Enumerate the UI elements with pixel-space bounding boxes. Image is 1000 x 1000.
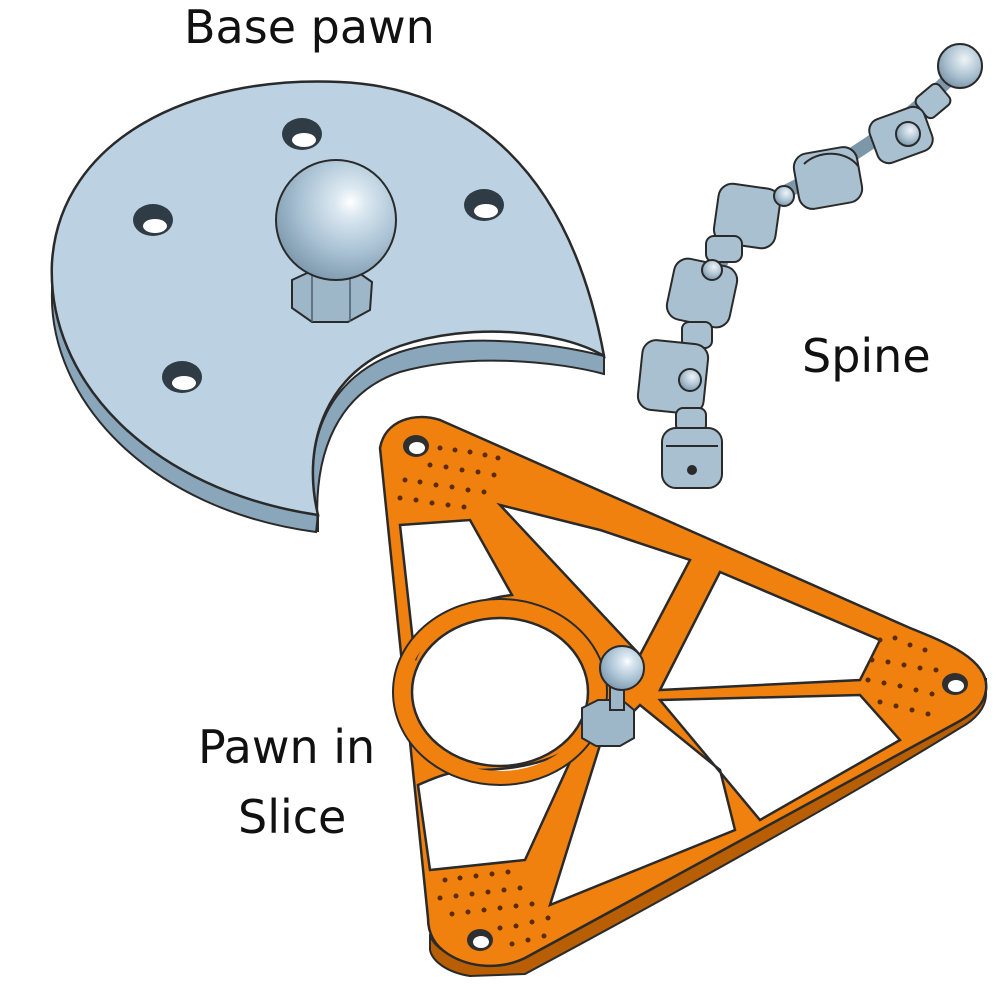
base-pawn-hole [162, 361, 202, 393]
base-pawn-hole [133, 204, 173, 236]
spine-segment [661, 427, 723, 489]
label-pawn-in-slice-line1: Pawn in [198, 720, 376, 774]
ball-joint [599, 645, 645, 691]
spine-segment [868, 105, 934, 165]
label-spine: Spine [802, 329, 931, 383]
perforation-pattern [397, 445, 939, 947]
base-pawn [50, 80, 606, 534]
spine [636, 43, 983, 489]
slice [378, 415, 988, 978]
base-pawn-hole [464, 189, 504, 221]
spine-segment [792, 146, 864, 210]
base-pawn-inner-edge [311, 339, 605, 533]
hex-nut [581, 699, 635, 747]
spine-ball [937, 43, 983, 89]
spine-segment [665, 257, 739, 329]
slice-mount-hole [942, 673, 968, 695]
label-pawn-in-slice: Pawn in Slice [198, 716, 375, 848]
ball-joint [275, 159, 397, 281]
slice-mount-hole [403, 435, 429, 457]
base-pawn-hole [282, 118, 322, 150]
slice-ring-opening [410, 616, 590, 768]
label-pawn-in-slice-line2: Slice [238, 790, 347, 844]
spine-segment [636, 339, 710, 415]
slice-mount-hole [467, 929, 493, 951]
label-base-pawn: Base pawn [184, 0, 435, 54]
slice-ring [393, 599, 607, 785]
spine-segment [705, 235, 743, 263]
